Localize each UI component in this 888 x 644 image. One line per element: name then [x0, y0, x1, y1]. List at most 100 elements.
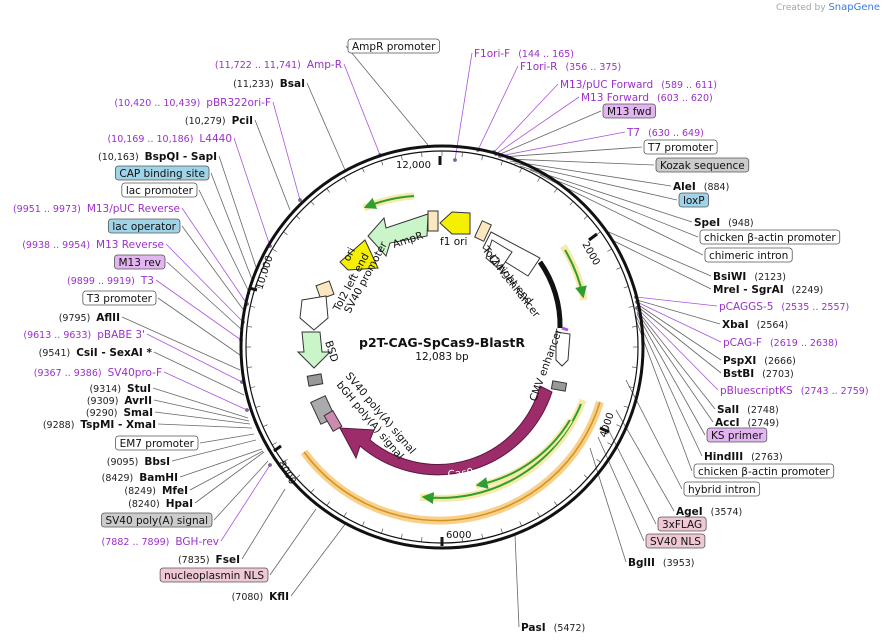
label-site-avrii[interactable]: (9309)AvrII [87, 395, 152, 407]
label-primer-sv40pro-f[interactable]: (9367 .. 9386)SV40pro-F [34, 367, 162, 379]
plasmid-name: p2T-CAG-SpCas9-BlastR [359, 335, 525, 350]
site-name: BstBI [723, 368, 754, 380]
label-site-bsiwi[interactable]: (2123) BsiWI [713, 271, 786, 283]
label-site-pcii[interactable]: (10,279)PciI [185, 115, 253, 127]
label-box-m13-fwd[interactable]: M13 fwd [602, 103, 656, 119]
label-site-spei[interactable]: (948)SpeI [694, 217, 754, 229]
label-primer-bgh-rev[interactable]: (7882 .. 7899)BGH-rev [102, 536, 219, 548]
label-primer-pcaggs-5[interactable]: (2535 .. 2557)pCAGGS-5 [719, 301, 849, 313]
site-position: (2564) [757, 320, 789, 331]
site-name: MreI - SgrAI [713, 284, 784, 296]
label-primer-pbabe-3[interactable]: (9613 .. 9633)pBABE 3' [23, 329, 145, 341]
site-position: (5472) [554, 623, 586, 634]
label-primer-t7[interactable]: (630 .. 649)T7 [626, 127, 704, 139]
primer-range: (2743 .. 2759) [801, 386, 869, 397]
label-box-loxp[interactable]: loxP [678, 192, 709, 208]
label-site-xbai[interactable]: (2564)XbaI [722, 319, 788, 331]
label-box [699, 229, 841, 245]
label-box-sv40-poly-a-signal[interactable]: SV40 poly(A) signal [101, 512, 213, 528]
label-box-hybrid-intron[interactable]: hybrid intron [683, 481, 761, 497]
label-site-csii-sexai[interactable]: (9541)CsiI - SexAI * [39, 347, 153, 359]
label-box-m13-rev[interactable]: M13 rev [114, 254, 166, 270]
label-box-t7-promoter[interactable]: T7 promoter [643, 139, 718, 155]
label-primer-pbluescriptks[interactable]: (2743 .. 2759)pBluescriptKS [720, 385, 869, 397]
label-box [114, 165, 210, 181]
leader-line [198, 189, 251, 295]
label-site-aflii[interactable]: (9795)AflII [59, 312, 120, 324]
label-box-text: M13 rev [118, 257, 161, 269]
primer-name: pCAGGS-5 [719, 301, 773, 313]
label-site-bstbi[interactable]: (2703)BstBI [723, 368, 794, 380]
label-site-acci[interactable]: (2749)AccI [715, 417, 779, 429]
leader-line [499, 131, 626, 157]
label-site-agei[interactable]: (3574)AgeI [676, 506, 742, 518]
label-box-kozak-sequence[interactable]: Kozak sequence [655, 157, 750, 173]
label-primer-f1ori-f[interactable]: (144 .. 165)F1ori-F [474, 48, 574, 60]
site-position: (2123) [754, 272, 786, 283]
label-box-nucleoplasmin-nls[interactable]: nucleoplasmin NLS [159, 567, 269, 583]
label-site-kfli[interactable]: (7080)KflI [232, 591, 289, 603]
label-box-chicken-actin-promoter[interactable]: chicken β-actin promoter [699, 229, 841, 245]
label-box-chimeric-intron[interactable]: chimeric intron [704, 247, 793, 263]
label-site-tspmi-xmai[interactable]: (9288)TspMI - XmaI [43, 419, 156, 431]
label-primer-pcag-f[interactable]: (2619 .. 2638)pCAG-F [723, 337, 838, 349]
label-box-text: chicken β-actin promoter [704, 232, 836, 244]
label-box [159, 567, 269, 583]
label-box-ampr-promoter[interactable]: AmpR promoter [347, 38, 440, 54]
label-primer-t3[interactable]: (9899 .. 9919)T3 [67, 275, 154, 287]
label-primer-m13-puc-forward[interactable]: (589 .. 611)M13/pUC Forward [560, 79, 717, 91]
leader-line [636, 305, 722, 374]
label-site-fsei[interactable]: (7835)FseI [178, 554, 240, 566]
label-box [645, 533, 706, 549]
label-site-smai[interactable]: (9290)SmaI [86, 407, 153, 419]
backbone-outer [239, 144, 645, 550]
label-site-bglii[interactable]: (3953)BglII [628, 557, 695, 569]
label-box-sv40-nls[interactable]: SV40 NLS [645, 533, 706, 549]
label-site-bspqi-sapi[interactable]: (10,163)BspQI - SapI [98, 151, 217, 163]
label-site-hpai[interactable]: (8240)HpaI [128, 498, 193, 510]
label-site-sali[interactable]: (2748)SalI [717, 404, 779, 416]
label-box [657, 516, 707, 532]
site-name: PasI [521, 622, 546, 634]
label-box-lac-operator[interactable]: lac operator [107, 218, 181, 234]
site-position: (9288) [43, 420, 75, 431]
leader-line [636, 299, 721, 325]
primer-range: (9613 .. 9633) [23, 330, 91, 341]
orf-arc-cas9-outer [300, 400, 604, 525]
label-primer-amp-r[interactable]: (11,722 .. 11,741)Amp-R [215, 59, 342, 71]
orf-arc-amp [362, 192, 415, 212]
primer-range: (2619 .. 2638) [770, 338, 838, 349]
label-primer-m13-reverse[interactable]: (9938 .. 9954)M13 Reverse [22, 239, 164, 251]
label-box-t3-promoter[interactable]: T3 promoter [82, 290, 157, 306]
label-site-mfei[interactable]: (8249)MfeI [124, 485, 188, 497]
leader-line [157, 423, 253, 429]
label-box-ks-primer[interactable]: KS primer [706, 427, 768, 443]
label-primer-m13-forward[interactable]: (603 .. 620)M13 Forward [581, 92, 713, 104]
site-position: (2749) [747, 418, 779, 429]
site-name: BsiWI [713, 271, 746, 283]
site-name: FseI [216, 554, 240, 566]
label-site-bamhi[interactable]: (8429)BamHI [102, 472, 178, 484]
site-position: (8429) [102, 473, 134, 484]
site-name: HpaI [166, 498, 193, 510]
label-site-hindiii[interactable]: (2763)HindIII [704, 451, 783, 463]
label-site-pasi[interactable]: (5472) PasI [521, 622, 585, 634]
label-site-bsai[interactable]: (11,233)BsaI [233, 78, 305, 90]
label-site-bbsi[interactable]: (9095)BbsI [107, 456, 170, 468]
label-box-3xflag[interactable]: 3xFLAG [657, 516, 707, 532]
label-site-mrei-sgrai[interactable]: (2249)MreI - SgrAI [713, 284, 823, 296]
primer-name: pBR322ori-F [206, 97, 271, 109]
label-site-alei[interactable]: (884)AleI [673, 181, 729, 193]
label-site-stui[interactable]: (9314)StuI [89, 383, 151, 395]
label-primer-l4440[interactable]: (10,169 .. 10,186)L4440 [107, 133, 232, 145]
primer-range: (603 .. 620) [657, 93, 713, 104]
label-primer-m13-puc-reverse[interactable]: (9951 .. 9973)M13/pUC Reverse [13, 203, 180, 215]
label-box-chicken-actin-promoter[interactable]: chicken β-actin promoter [693, 463, 835, 479]
label-box-cap-binding-site[interactable]: CAP binding site [114, 165, 210, 181]
label-box-em7-promoter[interactable]: EM7 promoter [115, 435, 199, 451]
label-site-pspxi[interactable]: (2666)PspXI [723, 355, 796, 367]
snapgene-logo: SnapGene [828, 2, 880, 13]
label-primer-pbr322ori-f[interactable]: (10,420 .. 10,439)pBR322ori-F [114, 97, 271, 109]
label-primer-f1ori-r[interactable]: (356 .. 375)F1ori-R [520, 61, 621, 73]
label-box-lac-promoter[interactable]: lac promoter [121, 182, 198, 198]
